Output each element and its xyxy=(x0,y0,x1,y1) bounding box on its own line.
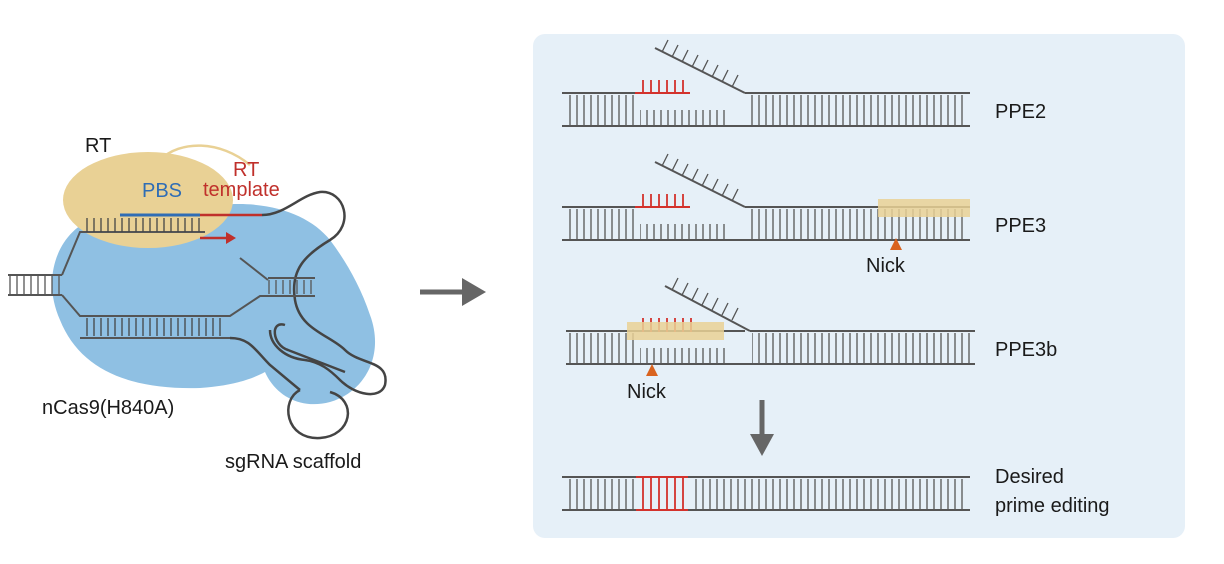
ppe3-nick-label: Nick xyxy=(866,255,906,277)
ppe3b-row: Nick PPE3b xyxy=(566,277,1057,403)
ppe2-label: PPE2 xyxy=(995,101,1046,123)
ppe3b-label: PPE3b xyxy=(995,339,1057,361)
result-label-line1: Desired xyxy=(995,466,1064,488)
sgrna-scaffold-label: sgRNA scaffold xyxy=(225,451,361,473)
result-label-line2: prime editing xyxy=(995,495,1110,517)
pbs-label: PBS xyxy=(142,180,182,202)
ppe3-row: Nick PPE3 xyxy=(562,153,1046,277)
result-row: Desired prime editing xyxy=(562,466,1110,517)
down-arrow xyxy=(750,400,774,456)
ncas9-label: nCas9(H840A) xyxy=(42,397,174,419)
ppe3-label: PPE3 xyxy=(995,215,1046,237)
right-panel-background xyxy=(533,34,1185,538)
rt-template-label-line1: RT xyxy=(233,159,259,181)
rt-template-label-line2: template xyxy=(203,179,280,201)
left-complex: RT PBS RT template nCas9(H840A) sgRNA sc… xyxy=(8,135,387,473)
ppe2-row: PPE2 xyxy=(562,39,1046,127)
process-arrow xyxy=(420,278,486,306)
rt-label: RT xyxy=(85,135,111,157)
ppe3b-nick-label: Nick xyxy=(627,381,667,403)
ncas9-protein-shape xyxy=(52,204,376,405)
